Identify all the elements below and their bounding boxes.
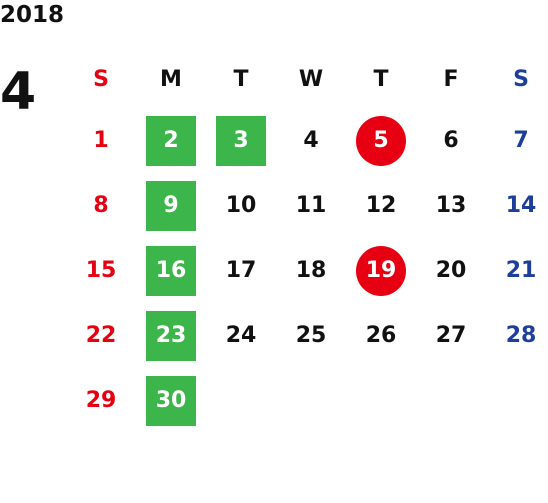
weekday-header-wednesday: W <box>298 66 324 92</box>
day-cell: 9 <box>136 173 206 238</box>
day-cell: 24 <box>206 303 276 368</box>
day-cell: 7 <box>486 108 548 173</box>
day-cell: 8 <box>66 173 136 238</box>
day-cell: 21 <box>486 238 548 303</box>
day-number: 20 <box>435 258 467 283</box>
year-label: 2018 <box>0 2 65 28</box>
day-cell: 12 <box>346 173 416 238</box>
day-number: 7 <box>513 128 529 153</box>
day-cell: 6 <box>416 108 486 173</box>
day-cell: 15 <box>66 238 136 303</box>
day-cell: 3 <box>206 108 276 173</box>
day-cell: 16 <box>136 238 206 303</box>
day-number: 27 <box>435 323 467 348</box>
day-number: 1 <box>93 128 109 153</box>
day-number-circled: 5 <box>356 115 406 166</box>
day-number: 21 <box>505 258 537 283</box>
day-cell: 30 <box>136 368 206 433</box>
day-number-highlighted: 30 <box>146 375 196 426</box>
day-number: 25 <box>295 323 327 348</box>
day-number-highlighted: 2 <box>146 115 196 166</box>
day-cell: 22 <box>66 303 136 368</box>
day-number: 15 <box>85 258 117 283</box>
day-cell: 27 <box>416 303 486 368</box>
weekday-header-friday: F <box>443 66 459 92</box>
day-number: 29 <box>85 388 117 413</box>
day-cell: 19 <box>346 238 416 303</box>
weekday-header-sunday: S <box>93 66 109 92</box>
day-number-highlighted: 16 <box>146 245 196 296</box>
day-cell: 28 <box>486 303 548 368</box>
day-number-circled: 19 <box>356 245 406 296</box>
day-cell: 1 <box>66 108 136 173</box>
day-cell: 26 <box>346 303 416 368</box>
day-number-highlighted: 3 <box>216 115 266 166</box>
day-number-highlighted: 23 <box>146 310 196 361</box>
day-cell: 10 <box>206 173 276 238</box>
day-cell: 4 <box>276 108 346 173</box>
day-cell: 14 <box>486 173 548 238</box>
day-number: 17 <box>225 258 257 283</box>
day-number: 18 <box>295 258 327 283</box>
day-number: 26 <box>365 323 397 348</box>
day-cell: 20 <box>416 238 486 303</box>
day-cell: 17 <box>206 238 276 303</box>
day-cell: 25 <box>276 303 346 368</box>
month-label: 4 <box>0 62 37 122</box>
day-cell: 11 <box>276 173 346 238</box>
calendar-grid: S M T W T F S 1 2 3 4 5 6 7 8 9 10 11 12… <box>66 50 548 433</box>
day-number: 14 <box>505 193 537 218</box>
day-cell: 29 <box>66 368 136 433</box>
day-number: 10 <box>225 193 257 218</box>
weekday-header-thursday: T <box>373 66 389 92</box>
day-number: 4 <box>303 128 319 153</box>
day-number: 8 <box>93 193 109 218</box>
weekday-header-tuesday: T <box>233 66 249 92</box>
day-number: 6 <box>443 128 459 153</box>
day-number: 28 <box>505 323 537 348</box>
day-number: 13 <box>435 193 467 218</box>
day-number: 11 <box>295 193 327 218</box>
day-cell: 5 <box>346 108 416 173</box>
day-cell: 2 <box>136 108 206 173</box>
day-cell: 23 <box>136 303 206 368</box>
weekday-header-saturday: S <box>513 66 529 92</box>
day-number: 22 <box>85 323 117 348</box>
day-number-highlighted: 9 <box>146 180 196 231</box>
day-number: 24 <box>225 323 257 348</box>
day-cell: 18 <box>276 238 346 303</box>
day-cell: 13 <box>416 173 486 238</box>
day-number: 12 <box>365 193 397 218</box>
weekday-header-monday: M <box>160 66 182 92</box>
